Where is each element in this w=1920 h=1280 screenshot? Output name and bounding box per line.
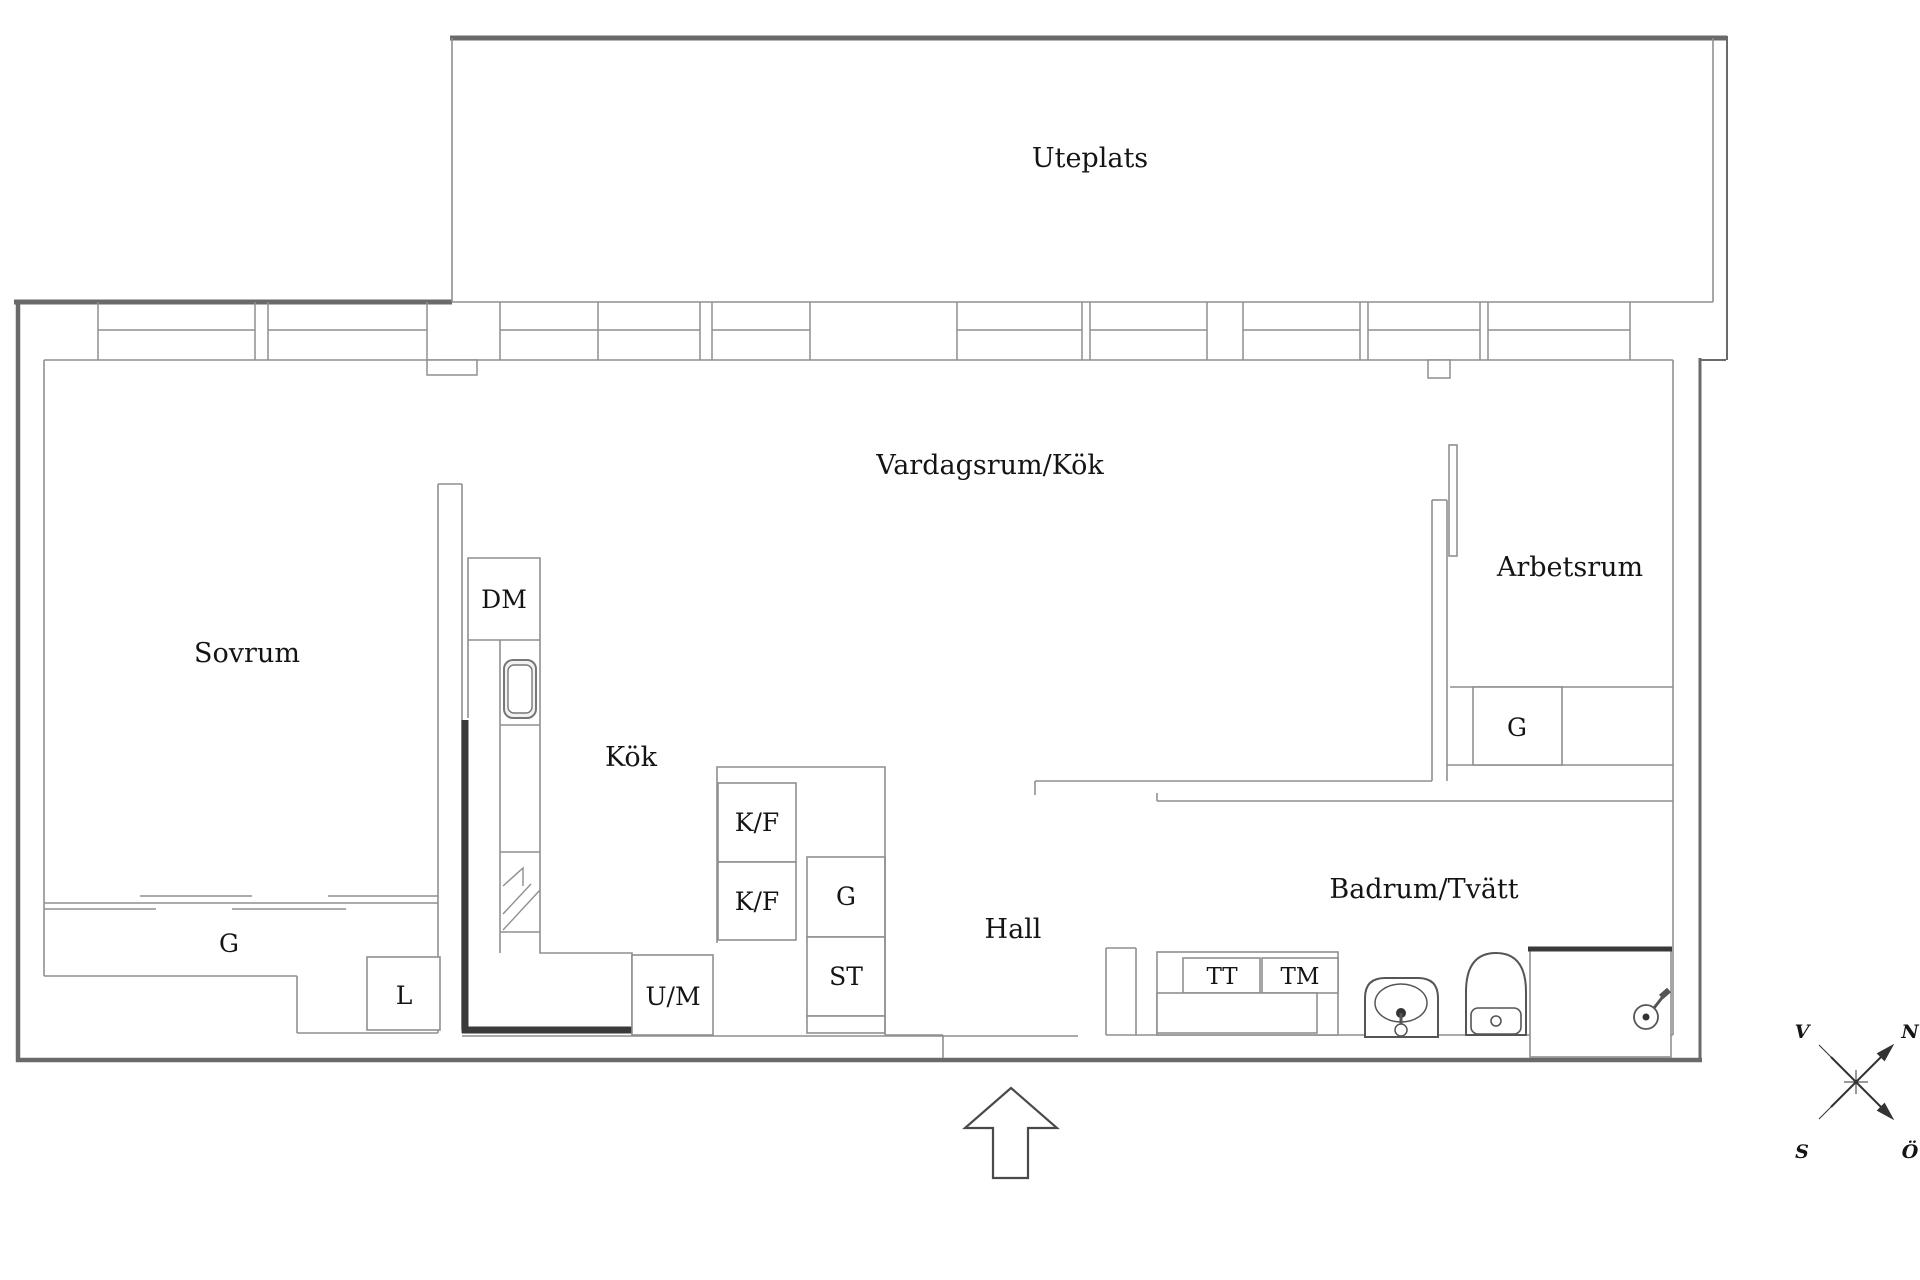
dryer-box (1182, 957, 1261, 994)
kitchen-counter (467, 557, 633, 1036)
badrum-label: Badrum/Tvätt (1329, 874, 1518, 905)
arbetsrum-closet-box (1472, 686, 1563, 766)
kitchen-sink-icon (503, 659, 537, 719)
compass-north-label: N (1900, 1021, 1919, 1043)
toilet-icon (1465, 951, 1527, 1036)
window (956, 302, 1083, 360)
window (1089, 302, 1208, 360)
window (711, 302, 811, 360)
window (267, 302, 428, 360)
wall-pier (426, 359, 478, 376)
shower-icon (1528, 946, 1672, 1058)
tt-label: TT (1206, 964, 1238, 990)
l-closet-box (366, 956, 441, 1031)
kok-label: Kök (605, 742, 658, 773)
stove-icon (502, 866, 541, 931)
window (598, 302, 701, 360)
um-label: U/M (645, 982, 700, 1011)
washer-box (1261, 957, 1339, 994)
kf-lower-label: K/F (735, 887, 779, 916)
outer-walls (14, 35, 1728, 1063)
kf-upper-label: K/F (735, 808, 779, 837)
window-band (97, 302, 1631, 379)
sovrum-label: Sovrum (194, 638, 300, 669)
compass-icon (1818, 1043, 1895, 1121)
entry-arrow-icon (962, 1086, 1060, 1180)
compass-south-label: S (1795, 1141, 1809, 1163)
wall-pier (1427, 359, 1451, 379)
window (1242, 302, 1361, 360)
compass-east-label: Ö (1902, 1140, 1919, 1163)
compass-west-label: V (1795, 1021, 1812, 1043)
vardagsrum-label: Vardagsrum/Kök (875, 450, 1104, 481)
g-kok-label: G (836, 882, 856, 911)
tm-label: TM (1281, 964, 1320, 990)
washing-machine-box (631, 954, 714, 1036)
sliding-door-icon (44, 895, 438, 1034)
sliding-door-leaf (1448, 444, 1458, 557)
st-label: ST (829, 962, 863, 991)
arbetsrum-label: Arbetsrum (1496, 552, 1643, 583)
l-closet-label: L (396, 981, 413, 1010)
window (97, 302, 256, 360)
kitchen-units (631, 766, 944, 1058)
laundry-counter (1156, 951, 1339, 1036)
bathroom-sink-icon (1364, 977, 1439, 1038)
hall-label: Hall (985, 914, 1042, 945)
uteplats-label: Uteplats (1032, 143, 1148, 174)
kitchen-counter-dark-edge (461, 720, 633, 1034)
g-arbetsrum-label: G (1507, 713, 1527, 742)
cleaning-closet-box (806, 936, 886, 1017)
window (499, 302, 599, 360)
fridge-freezer-box (717, 861, 797, 941)
dm-label: DM (481, 585, 527, 614)
window (1487, 302, 1631, 360)
interior-walls (43, 38, 1714, 1037)
fridge-freezer-box (717, 782, 797, 863)
g-sovrum-label: G (219, 929, 239, 958)
window (1367, 302, 1481, 360)
